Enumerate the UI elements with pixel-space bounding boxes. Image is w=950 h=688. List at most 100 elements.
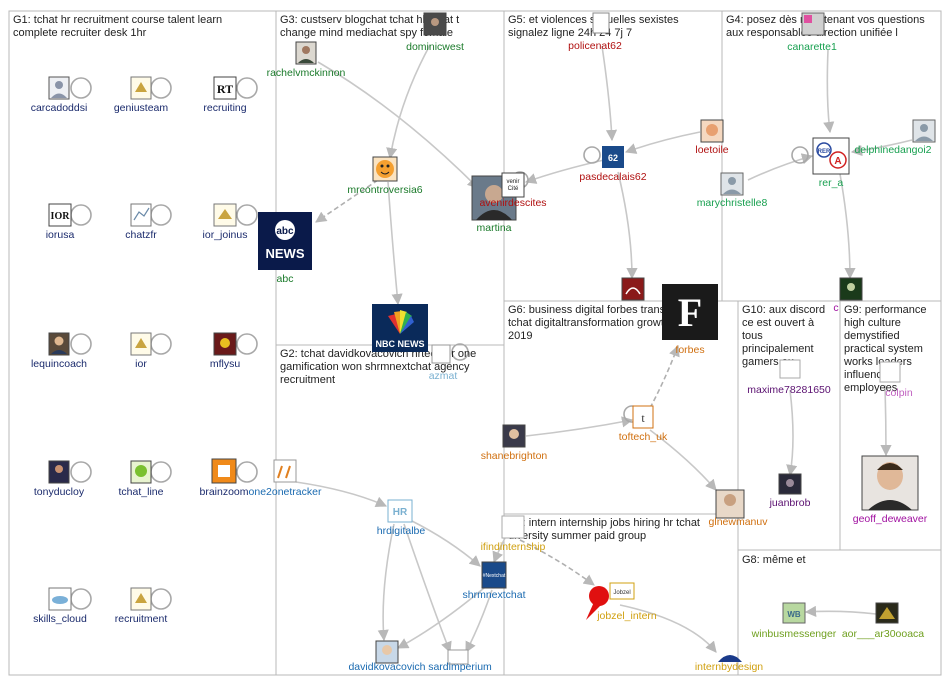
svg-text:NEWS: NEWS xyxy=(266,246,305,261)
node-label: internbydesign xyxy=(695,661,763,673)
node-aor___ar30ooaca[interactable]: aor___ar30ooaca xyxy=(842,602,924,640)
logo-icon xyxy=(213,203,237,227)
node-label: ifindinternship xyxy=(481,541,546,553)
node-ior_joinus[interactable]: ior_joinus xyxy=(203,203,248,241)
node-skills_cloud[interactable]: skills_cloud xyxy=(33,587,87,625)
logo-icon xyxy=(130,587,152,611)
node-ifindinternship[interactable]: ifindinternship xyxy=(481,515,546,553)
node-shrmnextchat[interactable]: #Nextchat shrmnextchat xyxy=(462,561,526,601)
group-title-g8: G8: même et xyxy=(742,554,806,566)
svg-text:RT: RT xyxy=(217,82,233,96)
node-c_partial[interactable]: c xyxy=(833,277,863,314)
avatar-icon xyxy=(48,332,70,356)
node-ior[interactable]: ior xyxy=(130,332,152,370)
svg-text:IOR: IOR xyxy=(51,211,71,222)
node-brainzoom[interactable]: brainzoom xyxy=(199,458,249,498)
node-avenirdescites[interactable]: venir Cité avenirdescites xyxy=(479,172,547,209)
edge-mrcontroversia6-nbcnews xyxy=(387,181,403,306)
node-tchat_line[interactable]: tchat_line xyxy=(119,460,164,498)
node-martina[interactable]: martina xyxy=(471,175,517,234)
node-recruitment[interactable]: recruitment xyxy=(115,587,168,625)
node-tonyducloy[interactable]: tonyducloy xyxy=(34,460,85,498)
svg-text:RER: RER xyxy=(818,149,831,155)
node-shanebrighton[interactable]: shanebrighton xyxy=(481,424,548,462)
node-dominicwest[interactable]: dominicwest xyxy=(406,12,464,53)
node-marychristelle8[interactable]: marychristelle8 xyxy=(697,172,768,209)
node-davidkovacovich[interactable]: davidkovacovich xyxy=(348,640,426,673)
cloud-icon xyxy=(48,587,72,611)
svg-text:A: A xyxy=(834,156,841,167)
avatar-icon xyxy=(801,12,825,36)
node-label: azmat xyxy=(429,370,458,382)
edge-shrmnextchat-davidkovacovich xyxy=(397,587,485,649)
node-juanbrob[interactable]: juanbrob xyxy=(769,473,811,509)
node-lequincoach[interactable]: lequincoach xyxy=(31,332,87,370)
node-label: martina xyxy=(476,222,511,234)
svg-text:Jobzel: Jobzel xyxy=(613,590,630,596)
node-internbydesign[interactable]: internbydesign xyxy=(695,655,763,673)
node-loetoile[interactable]: loetoile xyxy=(695,119,729,156)
nbc-news-logo-icon: NBC NEWS xyxy=(372,304,428,352)
group-title-g9: G9: performance high culture demystified… xyxy=(843,304,930,394)
svg-text:#Nextchat: #Nextchat xyxy=(483,573,506,579)
edge-hrdigitalbe-shrmnextchat xyxy=(409,519,481,567)
node-label: tchat_line xyxy=(119,486,164,498)
node-abc[interactable]: abc NEWS abc xyxy=(258,212,312,285)
node-label: delphinedangoi2 xyxy=(854,144,931,156)
node-mrcontroversia6[interactable]: mrcontroversia6 xyxy=(347,156,423,196)
node-iorusa[interactable]: IOR iorusa xyxy=(46,203,75,241)
node-canarette1[interactable]: canarette1 xyxy=(787,12,837,53)
node-pasdecalais62[interactable]: 62 pasdecalais62 xyxy=(579,146,647,183)
group-title-g4: G4: posez dès maintenant vos questions a… xyxy=(726,14,928,39)
logo-icon: t xyxy=(632,405,654,429)
self-loop-carcadoddsi xyxy=(70,77,92,99)
node-carcadoddsi[interactable]: carcadoddsi xyxy=(31,76,88,114)
edge-hrdigitalbe-davidkovacovich xyxy=(377,523,395,642)
avatar-icon xyxy=(700,119,724,143)
avatar-icon xyxy=(48,76,70,100)
avatar-icon xyxy=(621,277,645,301)
node-one2onetracker[interactable]: one2onetracker xyxy=(249,459,322,498)
node-label: pasdecalais62 xyxy=(579,171,646,183)
self-loop-ior_joinus xyxy=(236,204,258,226)
node-label: ior_joinus xyxy=(203,229,248,241)
node-label: glnewmanuv xyxy=(709,516,769,528)
edge-delphinedangoi2-rer_a xyxy=(850,139,913,157)
node-geoff_deweaver[interactable]: geoff_deweaver xyxy=(853,455,928,525)
node-label: aor___ar30ooaca xyxy=(842,628,924,640)
self-loop-tchat_line xyxy=(150,461,172,483)
node-mflysu[interactable]: mflysu xyxy=(210,332,240,370)
node-delphinedangoi2[interactable]: delphinedangoi2 xyxy=(854,119,936,156)
node-geniusteam[interactable]: geniusteam xyxy=(114,76,169,114)
node-label: mrcontroversia6 xyxy=(347,184,422,196)
node-recruiting[interactable]: RT recruiting xyxy=(203,76,247,114)
logo-icon: #Nextchat xyxy=(481,561,507,589)
node-g5-bottom[interactable] xyxy=(621,277,645,301)
node-azmat[interactable]: azmat xyxy=(429,344,458,382)
node-sardimperium[interactable]: sardimperium xyxy=(428,649,492,673)
self-loop-azmat xyxy=(451,343,469,361)
node-maxime78281650[interactable]: maxime78281650 xyxy=(747,359,831,396)
node-hrdigitalbe[interactable]: HR hrdigitalbe xyxy=(377,499,426,537)
node-glnewmanuv[interactable]: glnewmanuv xyxy=(709,489,769,528)
node-toftech_uk[interactable]: t toftech_uk xyxy=(619,405,668,443)
node-rachelvmckinnon[interactable]: rachelvmckinnon xyxy=(267,41,346,79)
node-nbcnews[interactable]: NBC NEWS xyxy=(372,304,428,352)
svg-text:HR: HR xyxy=(393,507,408,518)
edge-hrdigitalbe-sardimperium xyxy=(403,523,452,654)
node-chatzfr[interactable]: chatzfr xyxy=(125,203,157,241)
self-loop-lequincoach xyxy=(70,333,92,355)
node-label: chatzfr xyxy=(125,229,157,241)
avatar-icon xyxy=(879,361,901,383)
node-policenat62[interactable]: policenat62 xyxy=(568,12,622,52)
logo-icon xyxy=(273,459,297,483)
node-winbusmessenger[interactable]: WB winbusmessenger xyxy=(751,602,837,640)
node-colpin[interactable]: colpin xyxy=(879,361,913,399)
node-jobzel_intern[interactable]: Jobzel jobzel_intern xyxy=(586,582,657,622)
node-forbes[interactable]: F forbes xyxy=(662,284,718,356)
svg-text:WB: WB xyxy=(787,610,801,619)
self-loop-geniusteam xyxy=(150,77,172,99)
edge-rer_a-down xyxy=(839,173,856,280)
node-rer_a[interactable]: RER A rer_a xyxy=(812,137,850,189)
